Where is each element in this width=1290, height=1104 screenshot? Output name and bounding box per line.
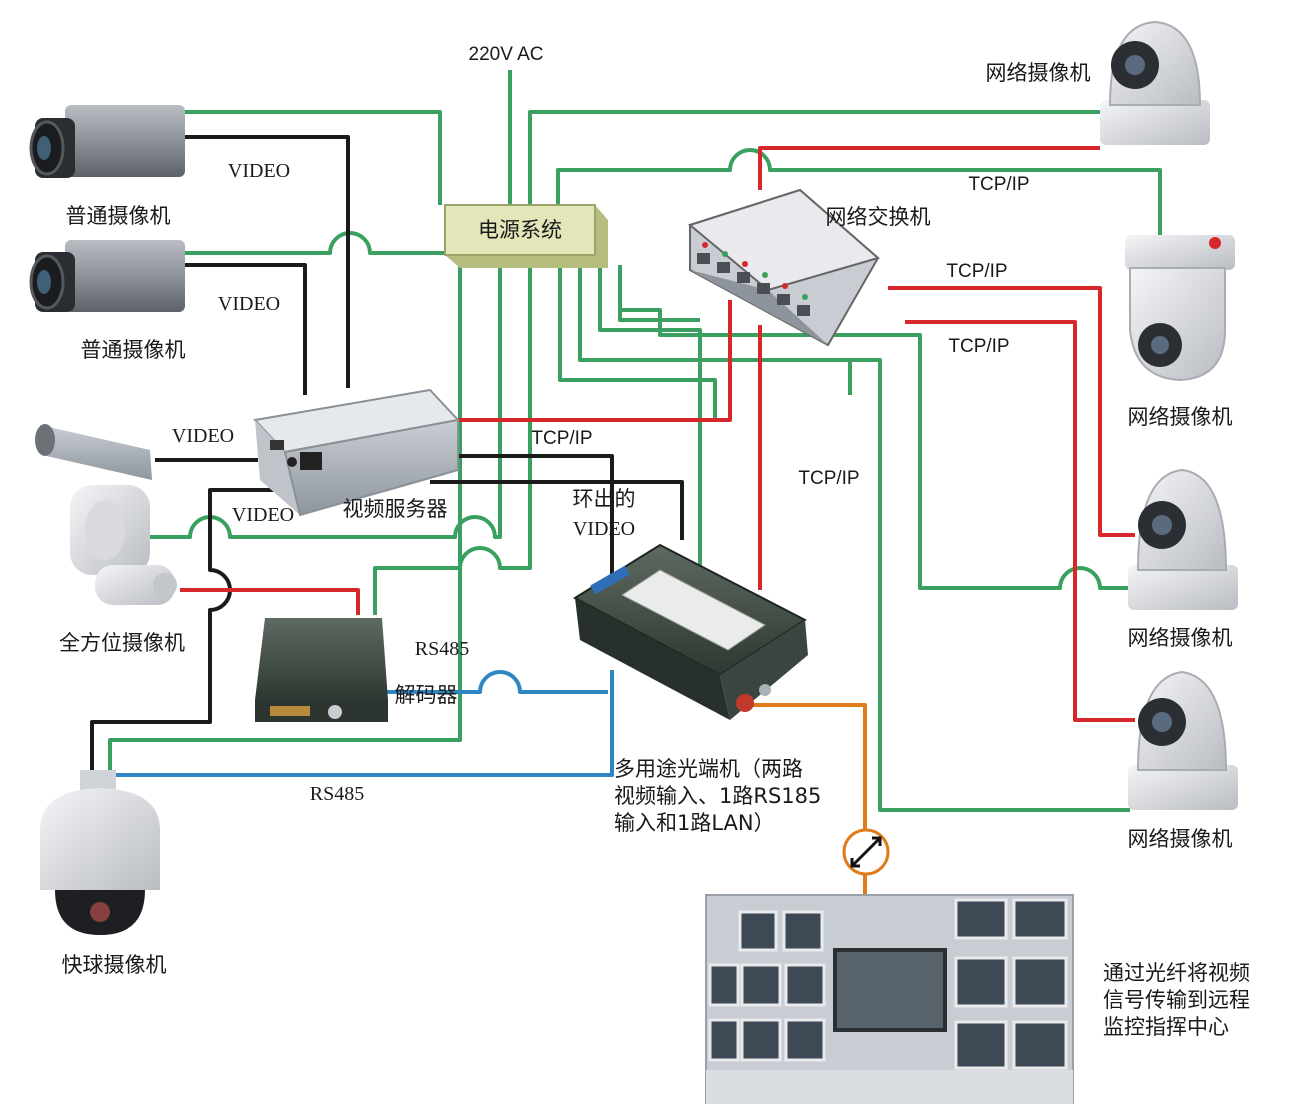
tcpip-label-5: TCP/IP	[798, 468, 859, 489]
camera-label-normal-1: 普通摄像机	[66, 204, 171, 228]
tcpip-label-3: TCP/IP	[948, 336, 1009, 357]
ptz-camera	[35, 424, 177, 605]
optical-terminal	[572, 543, 808, 720]
camera-label-net-2: 网络摄像机	[1128, 405, 1233, 429]
power-lines	[108, 70, 1162, 812]
remote-center-label-line-1: 通过光纤将视频	[1103, 961, 1250, 985]
speed-dome-camera	[40, 770, 160, 935]
network-camera-4	[1128, 670, 1238, 810]
camera-label-dome: 快球摄像机	[62, 953, 167, 977]
decoder-label: 解码器	[395, 683, 458, 707]
rs485-lines	[110, 670, 614, 777]
camera-label-net-4: 网络摄像机	[1128, 827, 1233, 851]
tcpip-lines	[180, 146, 1135, 722]
loop-video-label-line-1: 环出的	[573, 487, 636, 511]
network-camera-1	[1100, 20, 1210, 145]
box-camera-2	[29, 240, 185, 312]
video-server-label: 视频服务器	[343, 497, 448, 521]
monitoring-center-image	[705, 894, 1074, 1104]
box-camera-1	[29, 105, 185, 178]
optical-terminal-label-line-3: 输入和1路LAN）	[614, 811, 775, 835]
camera-label-net-1: 网络摄像机	[986, 61, 1091, 85]
rs485-label-2: RS485	[310, 783, 364, 805]
camera-label-net-3: 网络摄像机	[1128, 626, 1233, 650]
decoder-box	[255, 618, 388, 722]
labels: 220V AC 网络交换机 普通摄像机 普通摄像机 全方位摄像机 快球摄像机 网…	[59, 44, 1250, 1039]
rs485-label-1: RS485	[415, 638, 469, 660]
tcpip-label-4: TCP/IP	[531, 428, 592, 449]
video-label-4: VIDEO	[232, 504, 294, 526]
optical-terminal-label-line-1: 多用途光端机（两路	[614, 757, 803, 781]
network-switch	[687, 188, 881, 347]
switch-label: 网络交换机	[826, 205, 931, 229]
fiber-converter-icon	[842, 828, 890, 876]
video-label-1: VIDEO	[228, 160, 290, 182]
power-system-box: 电源系统	[444, 204, 608, 268]
camera-label-ptz: 全方位摄像机	[59, 631, 185, 655]
network-camera-3	[1128, 468, 1238, 610]
tcpip-label-1: TCP/IP	[968, 174, 1029, 195]
camera-label-normal-2: 普通摄像机	[81, 338, 186, 362]
optical-terminal-label-line-2: 视频输入、1路RS185	[614, 784, 821, 808]
video-label-3: VIDEO	[172, 425, 234, 447]
remote-center-label-line-2: 信号传输到远程	[1103, 988, 1250, 1012]
video-label-2: VIDEO	[218, 293, 280, 315]
network-camera-2	[1125, 235, 1235, 382]
power-input-label: 220V AC	[469, 44, 544, 65]
loop-video-label-line-2: VIDEO	[573, 518, 635, 540]
remote-center-label-line-3: 监控指挥中心	[1103, 1015, 1229, 1039]
tcpip-label-2: TCP/IP	[946, 261, 1007, 282]
power-system-label: 电源系统	[478, 218, 562, 242]
video-server	[252, 388, 460, 517]
